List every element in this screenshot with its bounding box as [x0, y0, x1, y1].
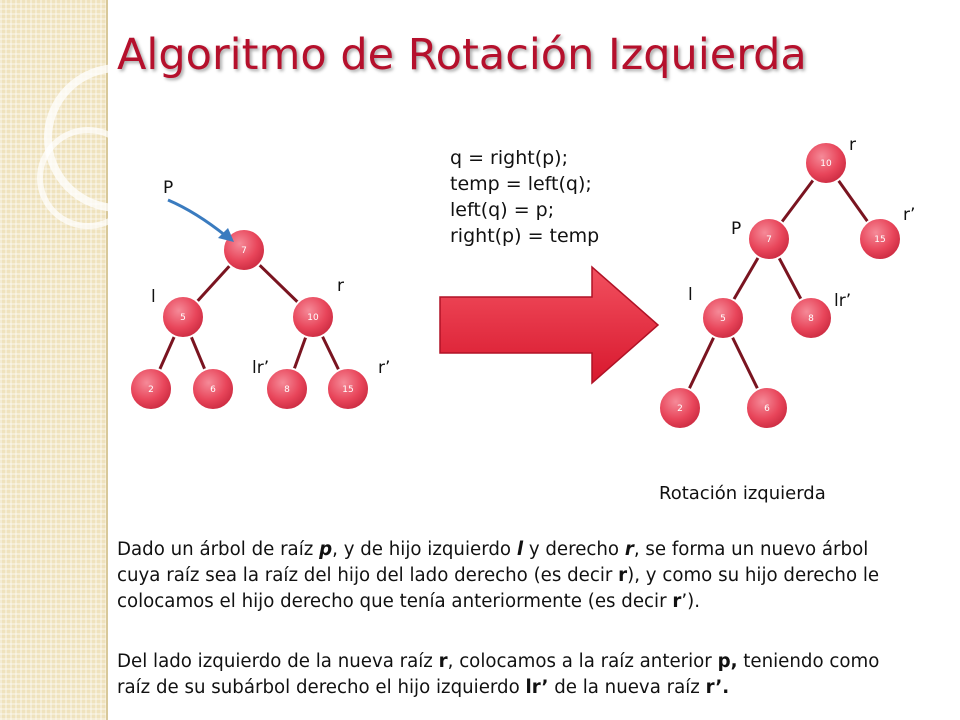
label-l: l	[151, 287, 156, 307]
paragraph-text-segment: r	[624, 539, 634, 560]
decorative-circle-small	[37, 127, 139, 229]
label-l: l	[688, 285, 693, 305]
label-r: r	[849, 135, 856, 155]
tree-node: 7	[747, 217, 791, 261]
paragraph-text-segment: lr’	[525, 677, 549, 698]
tree-node: 8	[789, 296, 833, 340]
code-line: q = right(p);	[450, 147, 568, 169]
paragraph-text-segment: ), y como su hijo derecho le colocamos e…	[117, 565, 880, 612]
tree-node: 15	[326, 367, 370, 411]
tree-node: 6	[745, 386, 789, 430]
label-r-prime: r’	[378, 358, 390, 378]
tree-before-nodes: 7 5 10 2 6 8 15	[129, 228, 370, 411]
tree-node: 7	[222, 228, 266, 272]
explanation-paragraph-1: Dado un árbol de raíz p, y de hijo izqui…	[117, 537, 907, 615]
paragraph-text-segment: ’).	[681, 591, 701, 612]
tree-after-nodes: 10 7 15 5 8 2 6	[658, 141, 902, 430]
code-line: temp = left(q);	[450, 173, 592, 195]
node-value: 2	[677, 404, 683, 414]
node-value: 15	[874, 235, 885, 245]
paragraph-text-segment: r’.	[705, 677, 730, 698]
pointer-arrow-icon	[167, 198, 234, 242]
strip-edge	[106, 0, 108, 720]
transform-arrow-icon	[439, 265, 660, 385]
paragraph-text-segment: l	[516, 539, 524, 560]
tree-node: 8	[265, 367, 309, 411]
node-value: 10	[307, 313, 319, 323]
paragraph-text-segment: , y de hijo izquierdo	[332, 539, 517, 560]
paragraph-text-segment: Del lado izquierdo de la nueva raíz	[117, 651, 439, 672]
label-p: P	[163, 178, 173, 198]
label-p: P	[731, 219, 741, 239]
paragraph-text-segment: r	[672, 591, 682, 612]
node-value: 7	[766, 235, 772, 245]
paragraph-text-segment: , colocamos a la raíz anterior	[447, 651, 718, 672]
code-line: left(q) = p;	[450, 199, 555, 221]
tree-node: 10	[804, 141, 848, 185]
label-r-prime: r’	[903, 205, 915, 225]
tree-after-edges	[678, 161, 882, 410]
diagram-caption: Rotación izquierda	[659, 483, 826, 504]
explanation-paragraph-2: Del lado izquierdo de la nueva raíz r, c…	[117, 649, 907, 701]
tree-node: 5	[701, 296, 745, 340]
node-value: 15	[342, 385, 353, 395]
tree-node: 15	[858, 217, 902, 261]
tree-node: 2	[129, 367, 173, 411]
label-r: r	[337, 276, 344, 296]
paragraph-text-segment: p,	[717, 651, 738, 672]
node-value: 10	[820, 159, 832, 169]
tree-node: 6	[191, 367, 235, 411]
code-line: right(p) = temp	[450, 225, 600, 247]
label-lr: lr’	[252, 358, 269, 378]
tree-node: 2	[658, 386, 702, 430]
tree-node: 10	[291, 295, 335, 339]
node-value: 5	[180, 313, 186, 323]
node-value: 8	[284, 385, 290, 395]
decorative-circles	[37, 64, 160, 229]
node-value: 5	[720, 314, 726, 324]
node-value: 7	[241, 246, 247, 256]
rotation-code: q = right(p); temp = left(q); left(q) = …	[450, 145, 599, 249]
paragraph-text-segment: p	[319, 539, 333, 560]
tree-node: 5	[161, 295, 205, 339]
paragraph-text-segment: r	[438, 651, 448, 672]
paragraph-text-segment: teniendo como raíz de su subárbol derech…	[117, 651, 880, 698]
paragraph-text-segment: Dado un árbol de raíz	[117, 539, 320, 560]
paragraph-text-segment: y derecho	[523, 539, 625, 560]
label-lr: lr’	[834, 291, 851, 311]
slide-title: Algoritmo de Rotación Izquierda	[117, 30, 807, 80]
node-value: 6	[764, 404, 770, 414]
decorative-circle-large	[44, 64, 160, 212]
node-value: 6	[210, 385, 216, 395]
paragraph-text-segment: de la nueva raíz	[548, 677, 706, 698]
node-value: 8	[808, 314, 814, 324]
node-value: 2	[148, 385, 154, 395]
paragraph-text-segment: r	[618, 565, 628, 586]
paragraph-text-segment: , se forma un nuevo árbol cuya raíz sea …	[117, 539, 869, 586]
